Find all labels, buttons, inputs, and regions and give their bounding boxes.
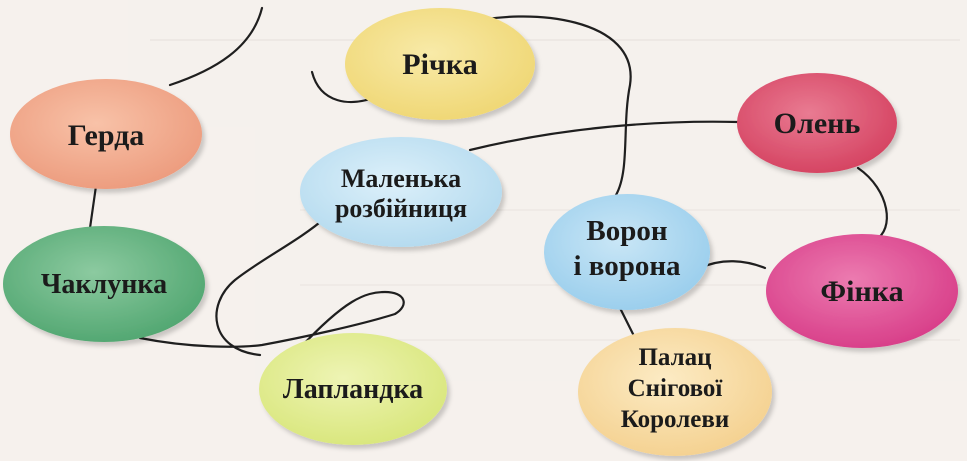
connector-chaklunka-lapland (138, 290, 405, 350)
connector-richka-voron (460, 15, 632, 197)
node-voron-label-line1: Ворон (586, 215, 667, 247)
connector-malenka-lapland (215, 216, 327, 357)
node-richka-label: Річка (402, 48, 477, 81)
node-olen-label: Олень (774, 107, 861, 140)
node-finka-ellipse (766, 234, 958, 348)
node-malenka-label-line1: Маленька (341, 164, 461, 193)
node-palats-label-line1: Палац (638, 344, 711, 371)
node-palats: Палац Снігової Королеви (578, 328, 772, 456)
connector-gerda-chaklunka (88, 184, 98, 230)
node-lapland: Лапландка (259, 333, 447, 445)
node-chaklunka: Чаклунка (3, 226, 205, 342)
node-richka-ellipse (345, 8, 535, 120)
node-palats-label-line3: Королеви (621, 406, 729, 433)
node-chaklunka-ellipse (3, 226, 205, 342)
node-palats-label-line2: Снігової (628, 375, 724, 402)
node-voron-ellipse (544, 194, 710, 310)
node-palats-ellipse (578, 328, 772, 456)
node-malenka: Маленька розбійниця (300, 137, 502, 247)
node-finka: Фінка (766, 234, 958, 348)
node-richka: Річка (345, 8, 535, 120)
node-chaklunka-label: Чаклунка (41, 269, 167, 300)
connector-malenka-olen (468, 120, 740, 152)
node-lapland-label: Лапландка (283, 374, 423, 405)
node-voron-label-line2: і ворона (573, 250, 681, 282)
node-gerda-label: Герда (68, 119, 145, 152)
node-malenka-label-line2: розбійниця (335, 194, 467, 223)
node-olen-ellipse (737, 73, 897, 173)
node-voron: Ворон і ворона (544, 194, 710, 310)
connector-gerda-top (168, 6, 264, 87)
node-lapland-ellipse (259, 333, 447, 445)
node-malenka-ellipse (300, 137, 502, 247)
node-olen: Олень (737, 73, 897, 173)
node-gerda: Герда (10, 79, 202, 189)
node-finka-label: Фінка (820, 275, 903, 308)
node-gerda-ellipse (10, 79, 202, 189)
